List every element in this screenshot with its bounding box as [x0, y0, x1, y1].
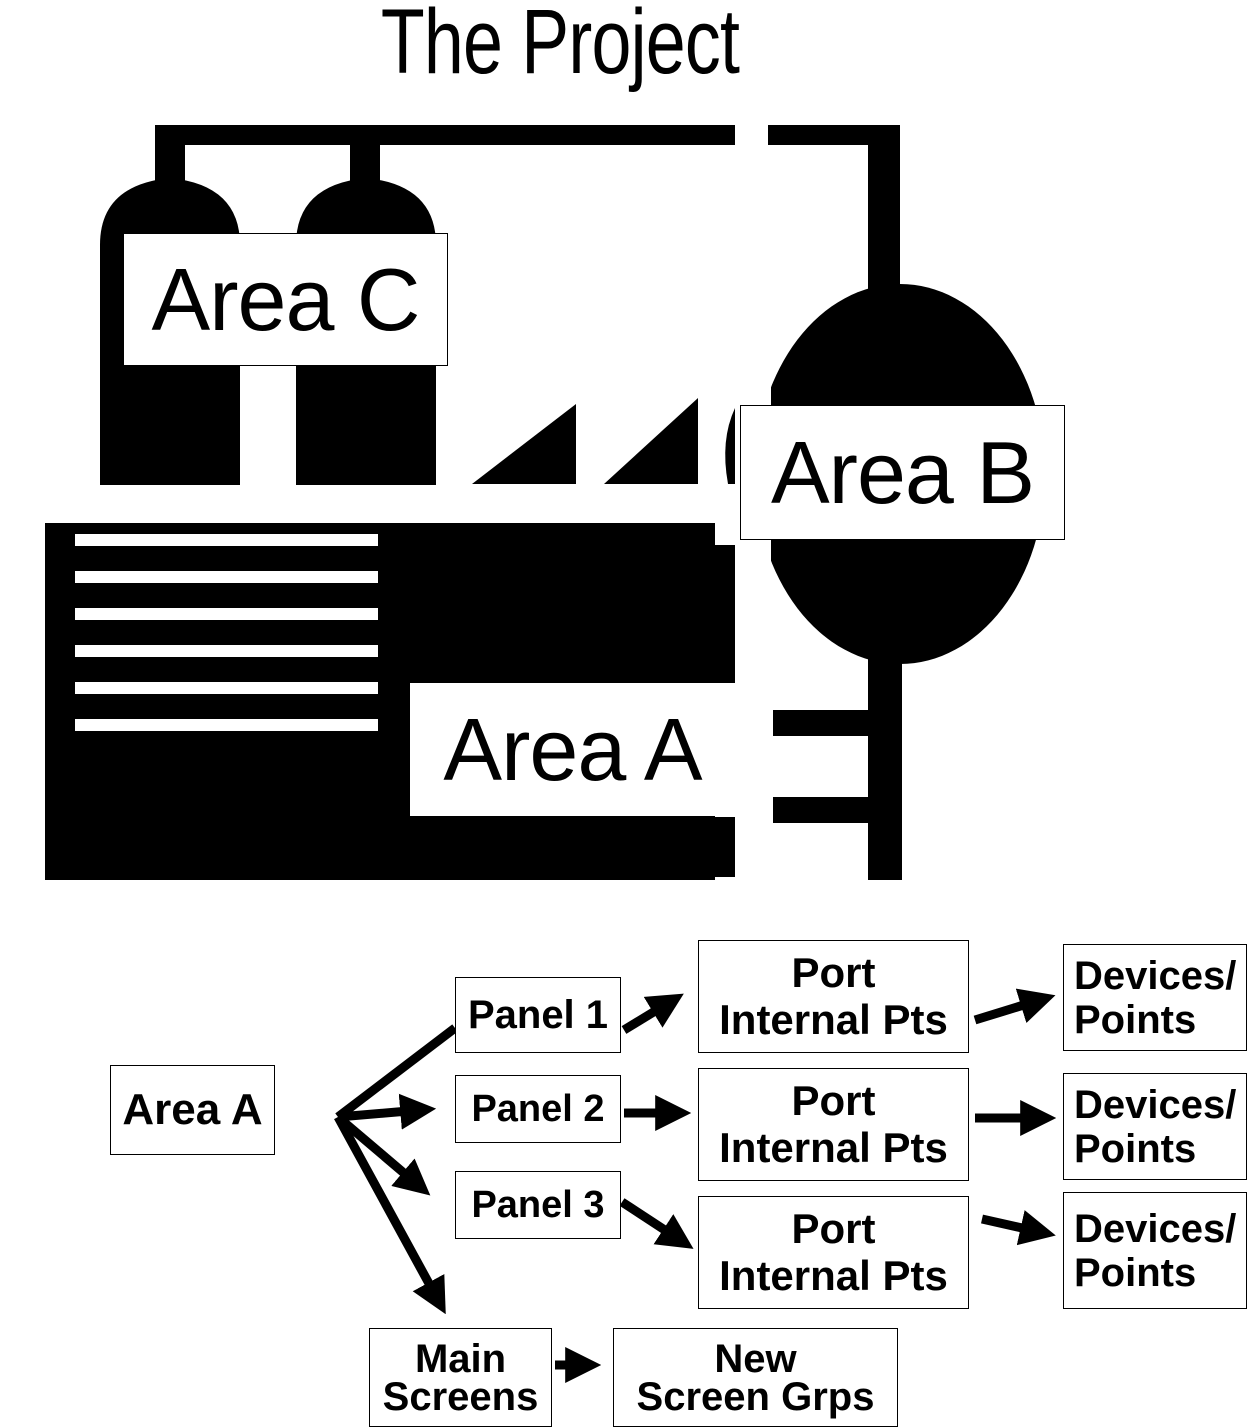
- building-notch: [715, 545, 735, 685]
- support-arm-1: [773, 710, 873, 736]
- building-stripes: [75, 534, 378, 731]
- port-label-line1: Port: [791, 1205, 876, 1253]
- devices-label-line1: Devices/: [1074, 953, 1237, 998]
- panel-1-box: Panel 1: [455, 977, 621, 1053]
- new-label-line2: Screen Grps: [636, 1374, 875, 1419]
- arrow-area-panel3: [335, 1113, 431, 1196]
- arrow-area-main: [334, 1114, 446, 1315]
- support-column: [868, 640, 902, 880]
- pipe-drop-tank1: [155, 125, 185, 185]
- devices-label-line1: Devices/: [1074, 1206, 1237, 1251]
- area-b-label: Area B: [740, 405, 1065, 540]
- arrow-port1-devices: [973, 988, 1056, 1025]
- main-label-line1: Main: [414, 1336, 507, 1381]
- roof-tooth-2: [604, 398, 698, 484]
- top-pipe-right: [768, 125, 900, 145]
- new-label-line1: New: [714, 1336, 797, 1381]
- arrow-panel3-port: [619, 1198, 694, 1249]
- port-label-line2: Internal Pts: [719, 1251, 948, 1299]
- devices-label-line1: Devices/: [1074, 1082, 1237, 1127]
- arrow-panel1-port: [621, 993, 684, 1034]
- port-box-1: Port Internal Pts: [698, 940, 969, 1053]
- root-area-box: Area A: [110, 1065, 275, 1155]
- roof-tooth-1: [472, 404, 576, 484]
- arrow-port3-devices: [981, 1210, 1056, 1246]
- port-box-2: Port Internal Pts: [698, 1068, 969, 1181]
- devices-box-1: Devices/ Points: [1063, 944, 1247, 1051]
- main-screens-box: Main Screens: [369, 1328, 552, 1427]
- devices-label-line2: Points: [1074, 1250, 1197, 1295]
- hierarchy-arrows: [334, 988, 1057, 1383]
- page-title: The Project: [380, 0, 740, 93]
- port-label-line1: Port: [791, 949, 876, 997]
- devices-box-2: Devices/ Points: [1063, 1073, 1247, 1180]
- area-c-label: Area C: [123, 233, 448, 366]
- pipe-drop-tank2: [350, 125, 380, 185]
- port-box-3: Port Internal Pts: [698, 1196, 969, 1309]
- devices-label-line2: Points: [1074, 997, 1197, 1042]
- roof-curve: [725, 408, 735, 484]
- panel-2-box: Panel 2: [455, 1075, 621, 1143]
- port-label-line1: Port: [791, 1077, 876, 1125]
- arrow-area-panel2: [337, 1093, 437, 1130]
- support-stub-2: [713, 817, 735, 877]
- port-label-line2: Internal Pts: [719, 995, 948, 1043]
- area-a-label: Area A: [410, 683, 735, 816]
- support-arm-2: [773, 797, 873, 823]
- arrow-area-panel1: [335, 1024, 458, 1121]
- devices-box-3: Devices/ Points: [1063, 1192, 1247, 1309]
- devices-label-line2: Points: [1074, 1126, 1197, 1171]
- pipe-drop-vessel: [868, 125, 900, 295]
- panel-3-box: Panel 3: [455, 1171, 621, 1239]
- new-screen-groups-box: New Screen Grps: [613, 1328, 898, 1427]
- main-label-line2: Screens: [382, 1374, 539, 1419]
- port-label-line2: Internal Pts: [719, 1123, 948, 1171]
- top-pipe-left: [155, 125, 735, 145]
